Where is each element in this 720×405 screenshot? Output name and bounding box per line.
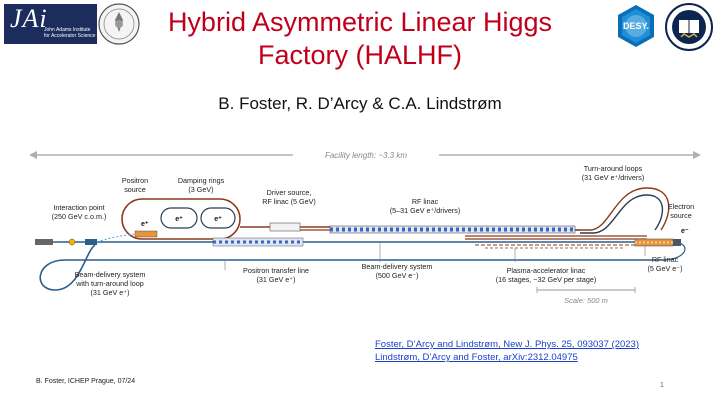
rf-linac-top-label-2: (5–31 GeV e⁺/drivers) xyxy=(390,206,461,215)
slide-title-line1: Hybrid Asymmetric Linear Higgs xyxy=(167,7,553,37)
interaction-point-label-2: (250 GeV c.o.m.) xyxy=(52,212,107,221)
rf-linac-top-label-1: RF linac xyxy=(412,197,439,206)
positron-source-marker: e⁺ xyxy=(141,221,149,228)
positron-transfer-label-1: Positron transfer line xyxy=(243,266,309,275)
label-pointers xyxy=(224,242,646,270)
facility-length-label: Facility length: ~3.3 km xyxy=(325,151,407,160)
slide-title: Hybrid Asymmetric Linear Higgs Factory (… xyxy=(130,6,590,72)
damping-rings: e⁺ e⁺ e⁺ xyxy=(121,198,241,240)
electron-source-marker: e⁻ xyxy=(681,228,689,235)
interaction-point-label-1: Interaction point xyxy=(53,203,104,212)
electron-source-label-2: source xyxy=(670,211,692,220)
page-number: 1 xyxy=(660,382,664,389)
halhf-facility-diagram: Facility length: ~3.3 km e⁺ e⁺ e⁺ xyxy=(29,147,701,305)
rf-linac-right-label-2: (5 GeV e⁻) xyxy=(648,264,683,273)
turnaround-label-1: Turn-around loops xyxy=(584,164,643,173)
reference-link-2[interactable]: Lindstrøm, D’Arcy and Foster, arXiv:2312… xyxy=(375,352,578,363)
positron-source-label-2: source xyxy=(124,185,146,194)
turnaround-loops xyxy=(575,187,670,234)
turnaround-label-2: (31 GeV e⁺/drivers) xyxy=(582,173,645,182)
damping-rings-label-1: Damping rings xyxy=(178,176,225,185)
damping-ring-2-label: e⁺ xyxy=(214,216,222,223)
bds-left-label-3: (31 GeV e⁺) xyxy=(91,288,130,297)
jai-logo: JAi John Adams Institute for Accelerator… xyxy=(4,4,97,44)
positron-transfer-label-2: (31 GeV e⁺) xyxy=(257,275,296,284)
jai-logo-text: John Adams Institute for Accelerator Sci… xyxy=(44,27,96,39)
positron-transfer-line xyxy=(39,241,686,291)
driver-source-label-2: RF linac (5 GeV) xyxy=(262,197,316,206)
bds-left-label-2: with turn-around loop xyxy=(75,279,144,288)
scale-bar: Scale: 500 m xyxy=(536,287,636,305)
slide-authors: B. Foster, R. D’Arcy & C.A. Lindstrøm xyxy=(218,94,502,113)
desy-logo-icon: DESY. xyxy=(618,5,654,47)
damping-ring-1-label: e⁺ xyxy=(175,216,183,223)
oxford-seal-icon xyxy=(665,3,713,51)
slide-title-line2: Factory (HALHF) xyxy=(257,40,463,70)
rf-linac-top xyxy=(329,225,576,234)
reference-link-1[interactable]: Foster, D’Arcy and Lindstrøm, New J. Phy… xyxy=(375,339,640,350)
university-of-oslo-seal-icon xyxy=(98,3,140,45)
plasma-linac-label-2: (16 stages, ~32 GeV per stage) xyxy=(496,275,597,284)
bds-mid-label-1: Beam-delivery system xyxy=(362,262,433,271)
scale-label: Scale: 500 m xyxy=(564,296,608,305)
bds-mid-label-2: (500 GeV e⁻) xyxy=(376,271,419,280)
facility-length-arrow: Facility length: ~3.3 km xyxy=(29,147,701,161)
jai-logo-mark: JAi xyxy=(10,4,48,33)
main-beamline xyxy=(35,233,635,247)
slide-footer: B. Foster, ICHEP Prague, 07/24 xyxy=(36,378,136,385)
rf-linac-right-label-1: RF linac xyxy=(652,255,679,264)
positron-source-label-1: Positron xyxy=(122,176,148,185)
driver-source-label-1: Driver source, xyxy=(267,188,312,197)
electron-source-label-1: Electron xyxy=(668,202,694,211)
damping-rings-label-2: (3 GeV) xyxy=(188,185,213,194)
desy-logo-text: DESY. xyxy=(623,21,649,31)
plasma-linac-label-1: Plasma-accelerator linac xyxy=(507,266,586,275)
bds-left-label-1: Beam-delivery system xyxy=(75,270,146,279)
